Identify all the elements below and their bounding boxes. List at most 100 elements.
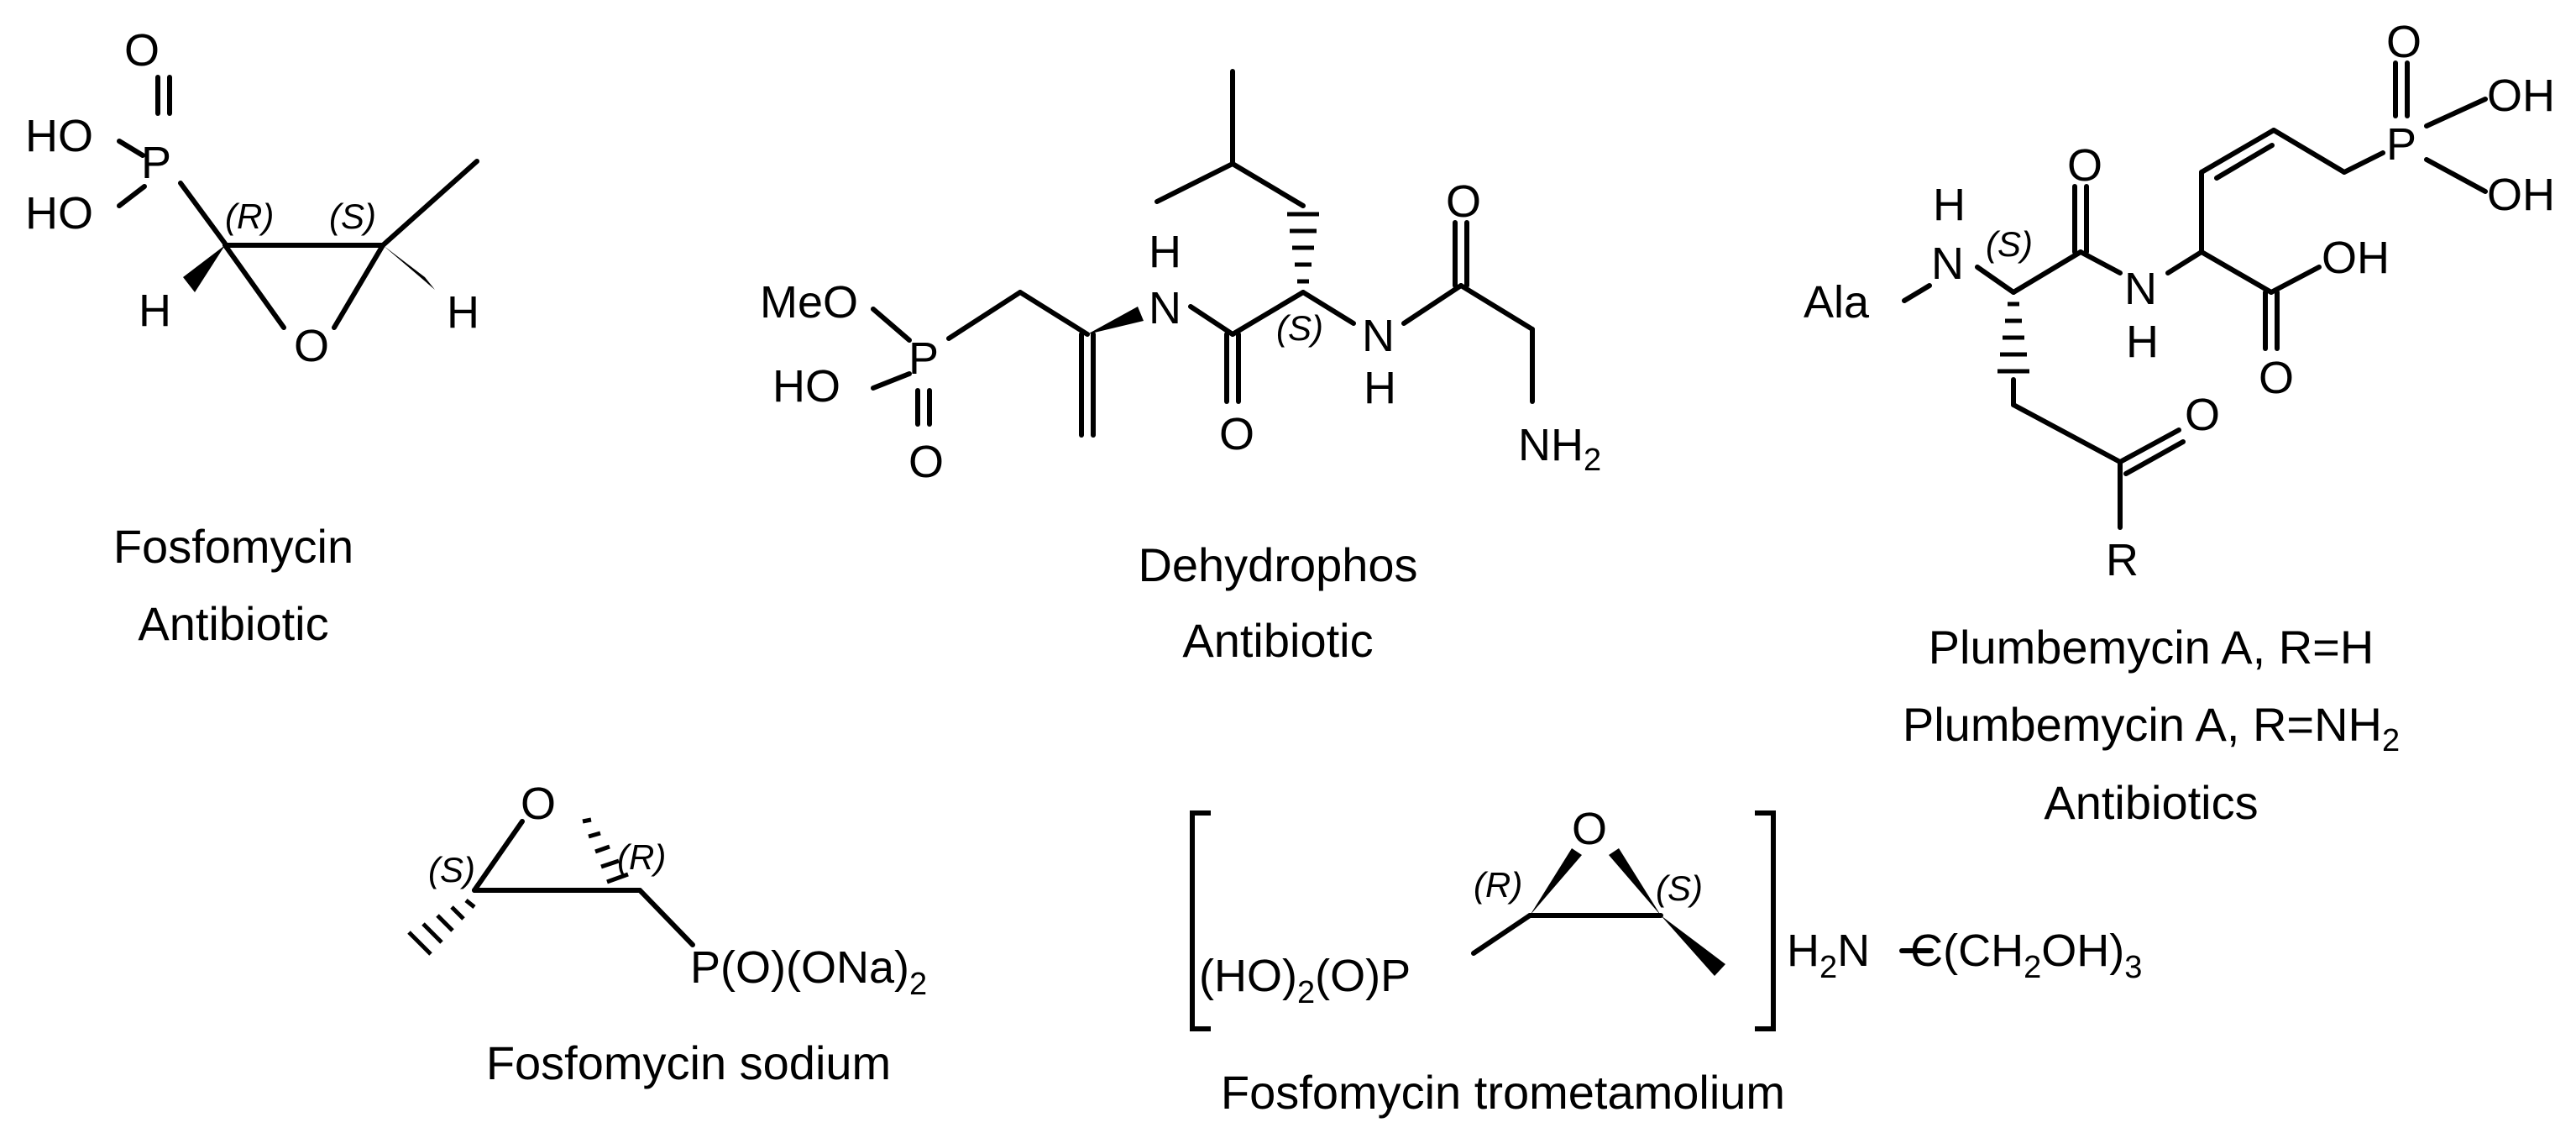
ho-p-bond	[871, 371, 912, 391]
atom-o-phosphonate: O	[908, 437, 944, 487]
fosfomycin-sodium-structure: O (S) (R) P(O)(ONa)2 Fosfomycin sodium	[407, 779, 927, 1089]
c2-o-ring-bond	[332, 243, 385, 330]
fosfomycin-trometamolium-caption: Fosfomycin trometamolium	[1221, 1066, 1785, 1119]
calpha2-cooh	[2199, 249, 2274, 295]
atom-nh1-h: H	[1149, 227, 1181, 277]
c1-o-ring-bond	[472, 819, 525, 893]
atom-nh1-n: N	[1149, 283, 1181, 333]
cbeta-ketone-c	[2011, 402, 2123, 464]
fosfomycin-sodium-caption: Fosfomycin sodium	[486, 1036, 891, 1089]
ch-ch2p	[2271, 128, 2347, 175]
stereo-s: (S)	[428, 850, 475, 889]
fosfomycin-structure: O HO P HO (R) (S) H O H Fosfomycin Antib…	[25, 25, 479, 650]
ch2-p	[2342, 150, 2385, 175]
atom-terminal-nh2: NH2	[1518, 420, 1601, 478]
c2-p-bond	[637, 888, 695, 947]
amide1-calpha	[1230, 290, 1306, 337]
c-amide-n2	[2078, 249, 2123, 275]
atom-h-left: H	[139, 286, 171, 336]
c1-o-ring-bond	[223, 243, 286, 330]
atom-o-ketone: O	[2185, 390, 2220, 440]
alkene-cis-b	[2214, 143, 2275, 181]
plumbemycin-caption-line3: Antibiotics	[2044, 776, 2258, 829]
atom-oh1: OH	[2487, 71, 2555, 121]
calpha-c-amide	[2011, 249, 2083, 295]
calpha-n2	[1301, 290, 1356, 326]
atom-p-group: P(O)(ONa)2	[690, 942, 927, 1002]
atom-ho1: HO	[25, 111, 93, 161]
amide2-ch2	[1458, 283, 1535, 332]
ala-n1-bond	[1902, 283, 1932, 303]
stereo-s: (S)	[1276, 308, 1323, 348]
atom-ho2: HO	[25, 188, 93, 239]
wedge-c-n1	[1087, 307, 1144, 334]
wedge-c2-methyl	[1661, 915, 1725, 976]
ketone-o-a	[2118, 427, 2181, 464]
atom-p: P	[141, 138, 171, 188]
plumbemycin-structure: Ala H N (S) O N H OH O O P OH OH O R Plu…	[1804, 17, 2555, 829]
meo-p-bond	[871, 307, 912, 343]
fosfomycin-caption-name: Fosfomycin	[113, 520, 353, 573]
ho1-p-bond	[117, 139, 145, 158]
cgamma-me1	[1154, 161, 1235, 204]
wedge-h-right	[383, 245, 435, 290]
stereo-s: (S)	[1986, 224, 2033, 264]
atom-oh2: OH	[2487, 170, 2555, 220]
atom-n2: N	[2124, 264, 2157, 314]
atom-h1: H	[1933, 180, 1966, 230]
c2-methyl-bond	[380, 159, 479, 248]
atom-p: P	[908, 333, 939, 384]
p-oh1	[2424, 97, 2488, 129]
atom-o-ring: O	[1572, 804, 1607, 854]
n1-calpha	[1975, 265, 2016, 295]
n2-c-amide2	[1401, 283, 1463, 326]
plumbemycin-caption-line1: Plumbemycin A, R=H	[1929, 621, 2374, 674]
stereo-s: (S)	[329, 197, 376, 236]
atom-o-top: O	[124, 25, 160, 76]
ketone-o-b	[2123, 439, 2186, 476]
alkene-cis-a	[2199, 128, 2276, 175]
fosfomycin-caption-type: Antibiotic	[138, 597, 328, 650]
dehydrophos-caption-name: Dehydrophos	[1138, 538, 1417, 591]
bracket-left	[1190, 810, 1211, 1031]
cbeta-cgamma	[1230, 161, 1306, 208]
atom-p: P	[2386, 119, 2416, 170]
hash-c1-methyl	[407, 899, 476, 956]
plumbemycin-caption-line2: Plumbemycin A, R=NH2	[1903, 698, 2400, 758]
atom-o-acid: O	[2259, 353, 2294, 403]
atom-o-amide1: O	[1219, 409, 1254, 459]
atom-h2: H	[2126, 317, 2159, 367]
wedge-c2-o	[1609, 848, 1661, 915]
atom-h-right: H	[447, 287, 479, 338]
p-c1-bond	[178, 181, 228, 246]
hash-o-c2	[582, 817, 629, 884]
hash-calpha-cbeta	[1287, 212, 1319, 284]
p-c1-bond	[1471, 913, 1532, 956]
dehydrophos-structure: MeO P HO O H N O (S) N H O NH2 Dehydroph…	[760, 69, 1601, 667]
stereo-r: (R)	[1474, 865, 1522, 905]
stereo-r: (R)	[225, 197, 274, 236]
atom-meo: MeO	[760, 277, 858, 328]
atom-ala: Ala	[1804, 277, 1870, 328]
atom-ho: HO	[772, 361, 840, 412]
wedge-c1-o	[1530, 848, 1582, 915]
bracket-right	[1755, 810, 1776, 1031]
n1-c-amide1	[1188, 304, 1235, 337]
dehydrophos-caption-type: Antibiotic	[1182, 614, 1373, 667]
ho2-p-bond	[117, 184, 147, 208]
atom-r: R	[2106, 535, 2139, 585]
cooh-oh	[2269, 265, 2322, 295]
atom-o-amide: O	[2067, 140, 2102, 191]
atom-nh2-n: N	[1362, 311, 1395, 361]
atom-phosphonic-acid: (HO)2(O)P	[1199, 951, 1411, 1010]
atom-oh-acid: OH	[2322, 233, 2390, 283]
ch2-c-bond	[1018, 290, 1090, 337]
wedge-h-left	[183, 245, 225, 292]
stereo-s: (S)	[1656, 868, 1703, 908]
hash-calpha-cbeta	[1997, 302, 2029, 374]
stereo-r: (R)	[617, 837, 666, 877]
n2-calpha2	[2165, 249, 2204, 275]
